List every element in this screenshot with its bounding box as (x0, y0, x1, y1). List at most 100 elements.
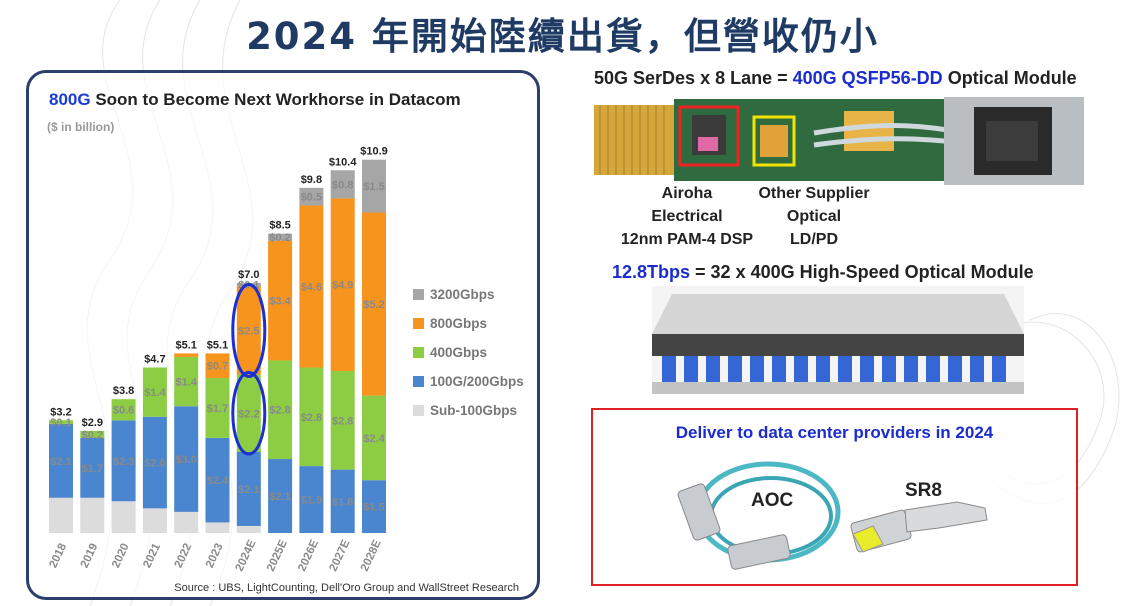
x-tick-label: 2018 (47, 541, 69, 570)
x-tick-label: 2022 (173, 542, 195, 570)
bar-segment (80, 430, 105, 438)
supplier-label-line3: LD/PD (790, 231, 838, 248)
bar-segment (236, 452, 261, 526)
legend-label: 100G/200Gbps (430, 374, 524, 389)
bar-segment (268, 459, 293, 533)
segment-data-label: $3.0 (175, 454, 196, 466)
bar-segment (174, 406, 199, 512)
segment-data-label: $2.8 (332, 415, 353, 427)
bar-segment (330, 170, 355, 199)
segment-data-label: $2.6 (144, 458, 165, 470)
bar-segment (174, 356, 199, 407)
supplier-label-line2: Optical (786, 208, 842, 225)
bar-segment (362, 159, 386, 213)
aoc-label: AOC (751, 490, 794, 511)
airoha-label-line1: Airoha (661, 185, 713, 202)
segment-data-label: $2.8 (301, 412, 322, 424)
bar-total-label: $7.0 (238, 269, 259, 281)
chart-title-highlight: 800G (49, 90, 91, 109)
bar-segment (49, 497, 73, 533)
module-heading-highlight: 400G QSFP56-DD (792, 68, 943, 88)
bar-segment (299, 205, 324, 368)
segment-data-label: $2.2 (238, 408, 259, 420)
bar-segment (236, 525, 261, 533)
segment-data-label: $0.1 (50, 417, 71, 429)
bar-segment (299, 367, 324, 467)
bar-segment (362, 212, 386, 396)
x-tick-label: 2023 (204, 542, 226, 570)
segment-data-label: $4.9 (332, 280, 353, 292)
x-tick-label: 2020 (110, 542, 132, 570)
legend-item: 800Gbps (413, 309, 524, 338)
switch-heading-highlight: 12.8Tbps (612, 262, 691, 282)
bar-segment (142, 508, 167, 533)
legend-item: Sub-100Gbps (413, 396, 524, 425)
stacked-bar-chart: $2.1$0.1$3.22018$1.7$0.2$2.92019$2.3$0.6… (47, 146, 388, 574)
segment-data-label: $0.5 (301, 192, 322, 204)
supplier-label: Other Supplier Optical LD/PD (746, 182, 882, 251)
chart-source: Source : UBS, LightCounting, Dell'Oro Gr… (174, 582, 519, 594)
segment-data-label: $1.7 (207, 403, 228, 415)
segment-data-label: $1.9 (301, 495, 322, 507)
bar-segment (174, 353, 199, 357)
bar-segment (299, 187, 324, 206)
legend-swatch (413, 347, 424, 358)
legend-swatch (413, 376, 424, 387)
segment-data-label: $2.4 (207, 475, 229, 487)
bar-segment (111, 420, 136, 502)
module-heading-pre: 50G SerDes x 8 Lane = (594, 68, 793, 88)
segment-data-label: $0.7 (207, 361, 228, 373)
x-tick-label: 2027E (328, 538, 353, 574)
bar-total-label: $9.8 (301, 174, 322, 186)
bar-total-label: $10.9 (360, 146, 388, 158)
chart-panel: 800G Soon to Become Next Workhorse in Da… (26, 70, 540, 600)
segment-data-label: $2.4 (363, 433, 385, 445)
segment-data-label: $0.2 (269, 232, 290, 244)
legend-item: 3200Gbps (413, 280, 524, 309)
bar-segment (49, 420, 73, 424)
bar-total-label: $3.8 (113, 385, 134, 397)
bar-segment (111, 501, 136, 533)
segment-data-label: $1.5 (363, 181, 384, 193)
bar-total-label: $10.4 (329, 156, 357, 168)
bar-segment (142, 416, 167, 509)
bar-segment (111, 399, 136, 421)
x-tick-label: 2028E (359, 538, 384, 574)
switch-photo (652, 286, 1024, 394)
bar-total-label: $3.2 (50, 406, 71, 418)
segment-data-label: $1.5 (363, 502, 384, 514)
x-tick-label: 2021 (141, 541, 163, 570)
segment-data-label: $4.6 (301, 281, 322, 293)
segment-data-label: $1.8 (332, 496, 353, 508)
bar-total-label: $8.5 (269, 220, 290, 232)
legend-label: 3200Gbps (430, 287, 495, 302)
bar-segment (205, 353, 230, 379)
segment-data-label: $5.2 (363, 299, 384, 311)
segment-data-label: $2.1 (269, 491, 290, 503)
highlight-circle-800g (231, 282, 267, 379)
optical-module-photo (594, 97, 1084, 185)
airoha-label: Airoha Electrical 12nm PAM-4 DSP (618, 182, 756, 251)
segment-data-label: $1.7 (82, 463, 103, 475)
bar-total-label: $4.7 (144, 353, 165, 365)
legend-label: 800Gbps (430, 316, 488, 331)
bar-segment (330, 371, 355, 470)
slide-title: 2024 年開始陸續出貨，但營收仍小 (246, 15, 879, 58)
aoc-cable-illustration (677, 461, 988, 570)
segment-data-label: $0.2 (82, 429, 103, 441)
segment-data-label: $2.3 (113, 456, 134, 468)
legend-swatch (413, 318, 424, 329)
x-tick-label: 2024E (234, 538, 259, 574)
legend-label: Sub-100Gbps (430, 403, 518, 418)
bar-segment (174, 511, 199, 533)
switch-heading-post: = 32 x 400G High-Speed Optical Module (690, 262, 1034, 282)
sr8-label: SR8 (905, 480, 942, 501)
bar-segment (205, 437, 230, 523)
segment-data-label: $2.1 (238, 484, 259, 496)
delivery-heading: Deliver to data center providers in 2024 (675, 423, 994, 442)
segment-data-label: $0.6 (113, 405, 134, 417)
x-tick-label: 2026E (296, 538, 321, 574)
bar-segment (80, 437, 105, 498)
bar-segment (205, 522, 230, 533)
supplier-label-line1: Other Supplier (758, 185, 870, 202)
